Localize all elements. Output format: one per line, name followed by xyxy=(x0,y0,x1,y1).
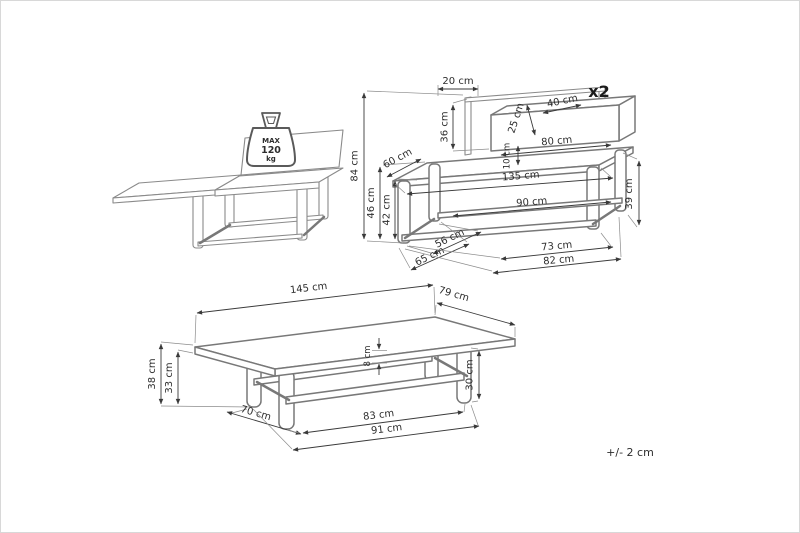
bench-leg-back-right xyxy=(614,149,627,212)
dim-table-base-length: 91 cm xyxy=(252,404,480,452)
dim-label: 91 cm xyxy=(371,422,403,437)
bench-sketch: MAX 120 kg xyxy=(112,112,344,249)
dim-label: 30 cm xyxy=(465,359,476,390)
table-side-connector-left xyxy=(255,380,291,402)
dim-label: 145 cm xyxy=(289,281,328,296)
dim-bench-base-width-outer: 82 cm xyxy=(404,216,622,275)
dim-label: 82 cm xyxy=(543,254,575,268)
dim-label: 73 cm xyxy=(541,240,573,254)
sketch-leg-front-left xyxy=(192,191,204,249)
bench-frame-top-rail xyxy=(464,86,606,103)
dim-label: 36 cm xyxy=(440,111,451,142)
dim-label: 135 cm xyxy=(502,170,540,184)
dim-bench-top-gap: 20 cm xyxy=(437,76,479,96)
dim-table-top-thickness: 8 cm xyxy=(363,338,387,375)
bench-frame-post-left xyxy=(464,96,472,156)
table-top-skirt-left xyxy=(194,346,276,377)
dim-label: 33 cm xyxy=(164,362,175,393)
table-front-stretcher xyxy=(285,372,465,405)
dim-label: 84 cm xyxy=(350,150,361,181)
dim-bench-seat-thickness: 10 cm xyxy=(503,143,521,169)
dim-label: 80 cm xyxy=(541,135,573,149)
dim-label: 83 cm xyxy=(363,408,395,423)
max-load-unit: kg xyxy=(266,155,276,163)
dim-bench-base-width-inner: 73 cm xyxy=(408,232,614,261)
max-load-label: MAX xyxy=(262,137,280,145)
table-dimension-view: 145 cm 79 cm 38 cm 33 cm 8 cm xyxy=(147,281,516,452)
dim-table-top-length: 145 cm xyxy=(194,281,436,344)
bench-leg-front-left xyxy=(397,180,411,244)
quantity-label: x2 xyxy=(588,82,609,101)
sketch-front-rail xyxy=(197,233,303,247)
max-load-marker: MAX 120 kg xyxy=(246,112,296,167)
dim-label: 20 cm xyxy=(442,76,473,87)
dim-label: 79 cm xyxy=(437,285,470,304)
sketch-table-skirt xyxy=(112,189,216,204)
dim-label: 10 cm xyxy=(503,143,513,169)
dim-label: 42 cm xyxy=(382,194,393,225)
dim-label: 39 cm xyxy=(624,178,635,209)
dim-label: 60 cm xyxy=(381,147,414,171)
dim-label: 8 cm xyxy=(363,345,373,366)
sketch-leg-front-right xyxy=(296,183,308,241)
sketch-side-rail-right xyxy=(302,215,326,237)
dim-table-total-height: 38 cm xyxy=(147,341,252,408)
dim-table-leg-height: 30 cm xyxy=(465,347,482,403)
dim-bench-backrest-height: 36 cm xyxy=(440,98,490,152)
bench-side-rail-left xyxy=(403,217,436,240)
sketch-back-crossbar xyxy=(228,214,324,228)
dim-bench-seat-width: 135 cm xyxy=(394,167,614,196)
dim-label: 90 cm xyxy=(516,196,548,210)
weight-handle-hole xyxy=(265,116,277,125)
bench-front-rail xyxy=(401,219,597,242)
dim-table-frame-height: 33 cm xyxy=(164,349,194,405)
dim-bench-stretcher-width: 90 cm xyxy=(452,196,612,218)
weight-body xyxy=(246,127,296,167)
bench-dimension-view: 84 cm 46 cm 42 cm 20 cm 36 cm 25 cm xyxy=(350,76,642,275)
dim-label: 38 cm xyxy=(147,358,158,389)
dim-label: 46 cm xyxy=(366,187,377,218)
sketch-side-rail-left xyxy=(198,223,232,245)
dim-bench-total-height: 84 cm xyxy=(350,90,464,244)
dim-bench-leg-height: 39 cm xyxy=(622,152,642,228)
table-side-connector-right xyxy=(433,356,469,378)
max-load-value: 120 xyxy=(261,145,281,156)
tolerance-note: +/- 2 cm xyxy=(606,446,654,459)
